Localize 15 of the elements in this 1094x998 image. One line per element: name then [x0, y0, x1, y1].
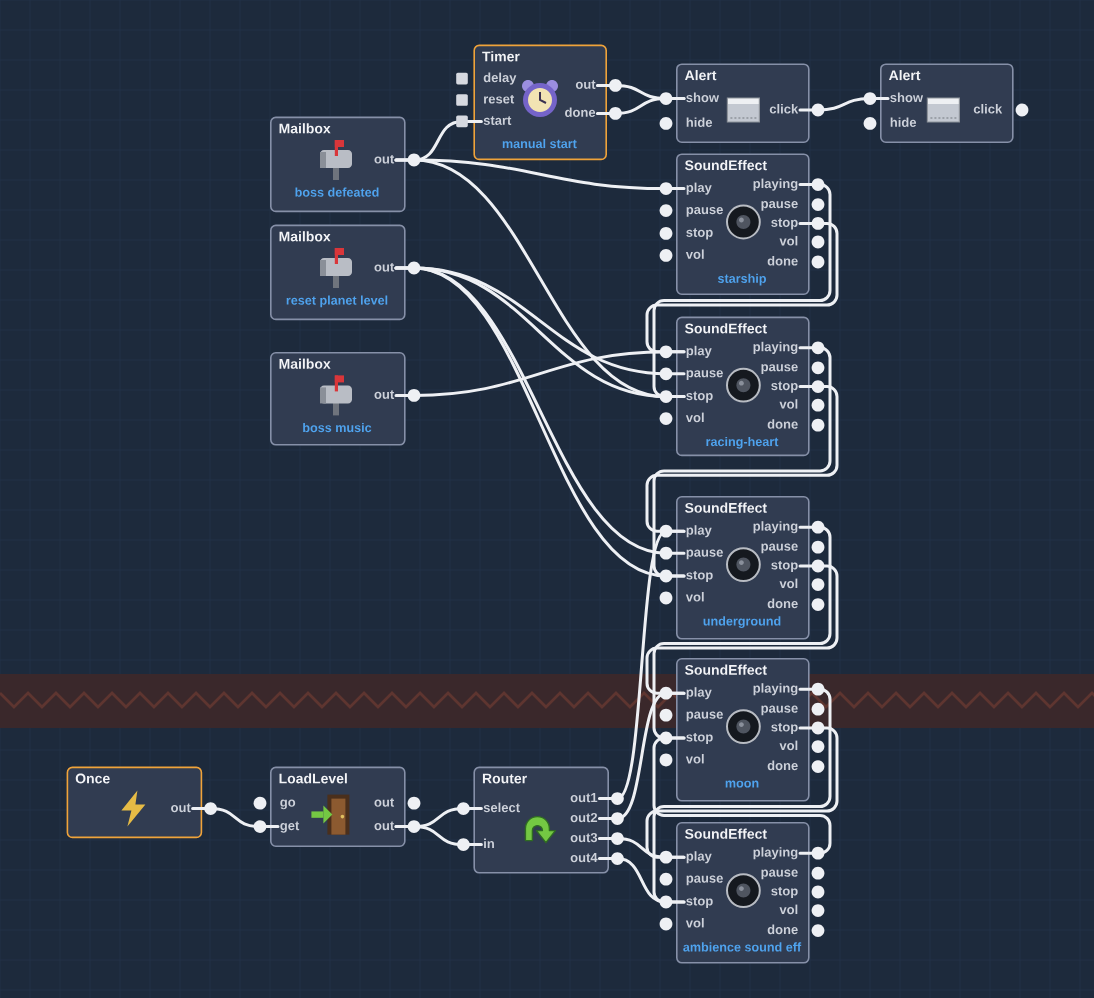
- wire: [597, 691, 686, 821]
- wire: [652, 525, 832, 740]
- wire: [597, 857, 686, 904]
- wire: [394, 825, 483, 847]
- wire: [652, 687, 832, 904]
- wire: [645, 385, 839, 533]
- wire: [645, 221, 839, 354]
- wire: [645, 564, 839, 695]
- wire: [595, 97, 686, 115]
- wire: [597, 529, 686, 801]
- wire: [191, 807, 280, 829]
- wire: [652, 346, 832, 578]
- wire: [798, 97, 890, 112]
- wire: [597, 837, 686, 859]
- wire: [652, 183, 832, 399]
